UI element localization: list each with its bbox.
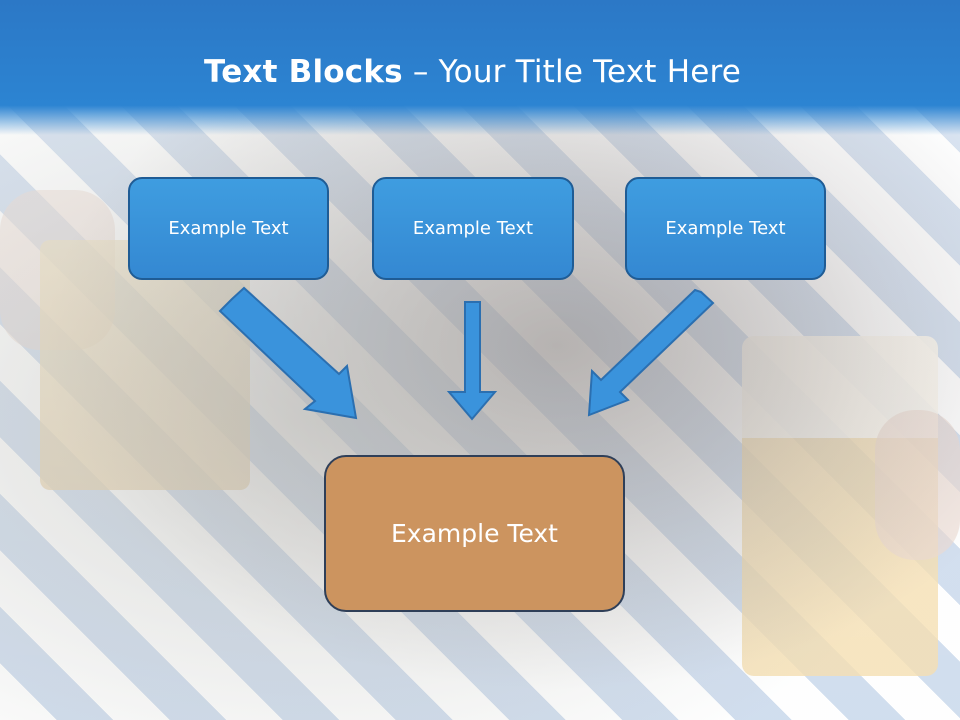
text-block-3-label: Example Text xyxy=(665,218,786,239)
main-text-block-label: Example Text xyxy=(391,519,558,548)
text-block-1-label: Example Text xyxy=(168,218,289,239)
text-block-1[interactable]: Example Text xyxy=(128,177,329,280)
main-text-block[interactable]: Example Text xyxy=(324,455,625,612)
title-rest-part: – Your Title Text Here xyxy=(402,54,742,90)
text-block-2[interactable]: Example Text xyxy=(372,177,574,280)
title-bold-part: Text Blocks xyxy=(203,54,403,90)
slide-title[interactable]: Text Blocks – Your Title Text Here xyxy=(0,54,945,90)
text-block-3[interactable]: Example Text xyxy=(625,177,826,280)
title-bar: Text Blocks – Your Title Text Here xyxy=(0,0,960,135)
text-block-2-label: Example Text xyxy=(412,218,534,239)
